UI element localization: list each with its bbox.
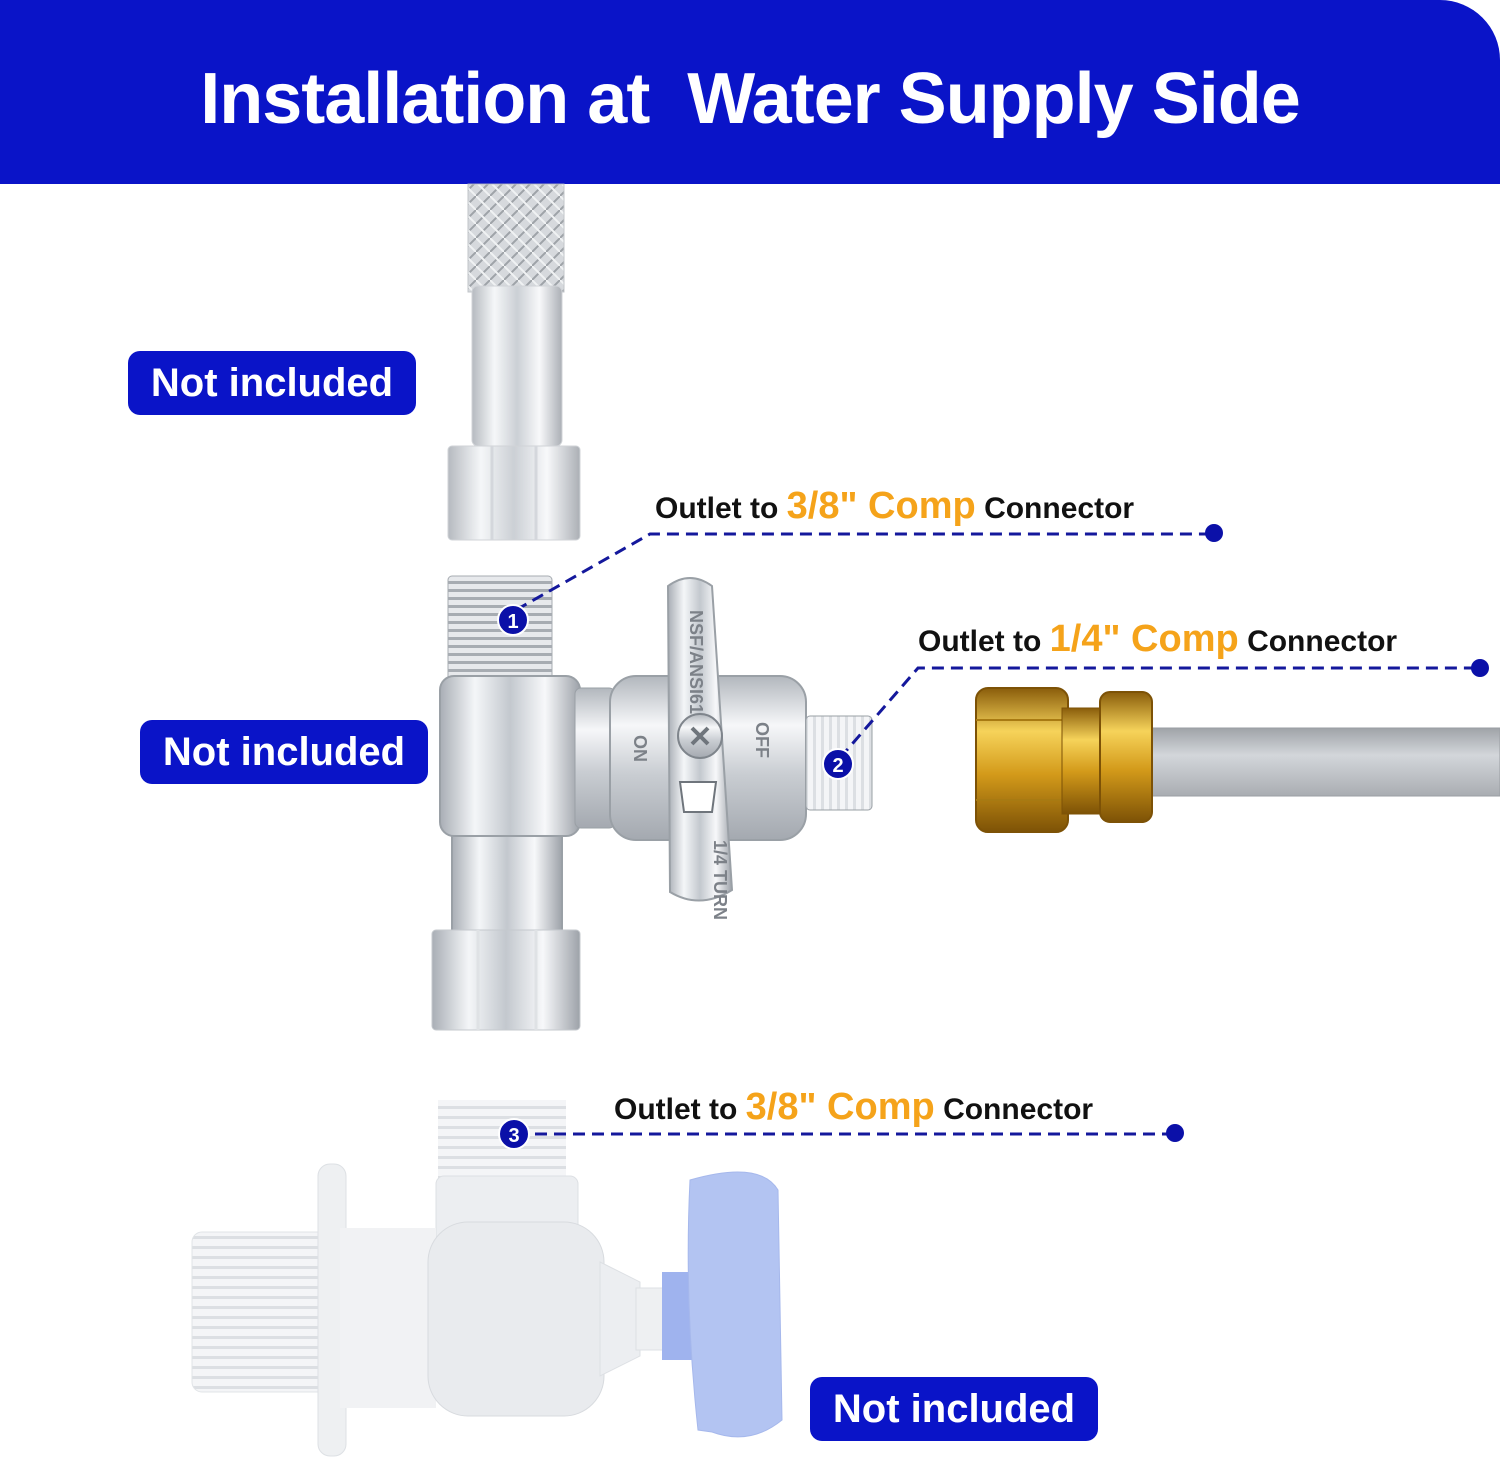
leader-end-dot-1	[1205, 524, 1223, 542]
callout-size: 3/8" Comp	[745, 1086, 935, 1128]
not-included-badge-angle-stop: Not included	[810, 1377, 1098, 1441]
page-title: Installation at Water Supply Side	[200, 59, 1301, 139]
leader-end-dot-2	[1471, 659, 1489, 677]
not-included-badge-hose: Not included	[128, 351, 416, 415]
callout-prefix: Outlet to	[918, 625, 1042, 658]
marker-number: 3	[508, 1125, 519, 1147]
brass-comp-nut-with-tubing	[975, 687, 1500, 833]
not-included-badge-tee: Not included	[140, 720, 428, 784]
leader-line-1	[515, 532, 1210, 612]
header-banner: Installation at Water Supply Side	[0, 0, 1500, 184]
callout-size: 1/4" Comp	[1049, 618, 1239, 660]
callout-leader-lines	[515, 532, 1478, 1136]
valve-off-marking: OFF	[752, 722, 772, 758]
valve-handle-marking: NSF/ANSI61	[686, 610, 706, 714]
marker-1: 1	[497, 604, 529, 636]
callout-label-3: Outlet to 3/8" Comp Connector	[614, 1087, 1093, 1130]
valve-on-marking: ON	[630, 735, 650, 762]
braided-supply-hose	[447, 183, 581, 541]
callout-label-1: Outlet to 3/8" Comp Connector	[655, 486, 1134, 529]
valve-turn-marking: 1/4 TURN	[710, 840, 730, 920]
callout-size: 3/8" Comp	[786, 485, 976, 527]
callout-suffix: Connector	[943, 1093, 1094, 1126]
marker-number: 2	[832, 755, 843, 777]
marker-2: 2	[822, 748, 854, 780]
leader-line-2	[838, 666, 1478, 759]
callout-prefix: Outlet to	[655, 492, 779, 525]
callout-suffix: Connector	[984, 492, 1135, 525]
callout-label-2: Outlet to 1/4" Comp Connector	[918, 619, 1397, 662]
angle-stop-valve	[191, 1100, 783, 1457]
callout-suffix: Connector	[1247, 625, 1398, 658]
callout-prefix: Outlet to	[614, 1093, 738, 1126]
marker-number: 1	[507, 611, 518, 633]
leader-end-dot-3	[1166, 1124, 1184, 1142]
marker-3: 3	[498, 1118, 530, 1150]
tee-shutoff-valve: NSF/ANSI61 ON OFF 1/4 TURN	[431, 575, 873, 1031]
